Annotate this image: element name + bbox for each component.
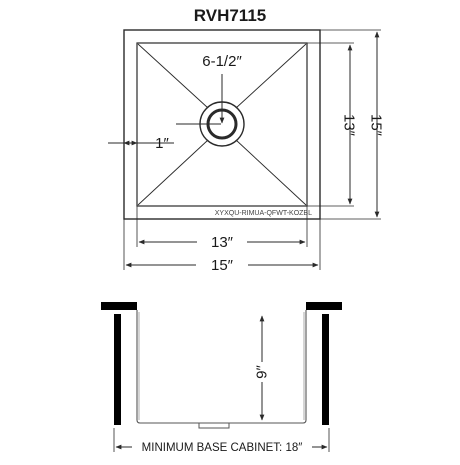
drain-offset-label: 6-1/2″: [202, 53, 242, 70]
outer-depth-label: 15″: [368, 114, 385, 137]
slope-line-bottom-left: [137, 139, 209, 206]
sink-body-outline: [136, 310, 307, 424]
slope-line-top-right: [235, 43, 307, 109]
model-title: RVH7115: [194, 6, 266, 25]
outer-rim: [123, 29, 321, 220]
slope-line-top-left: [137, 43, 209, 109]
inner-depth-label: 13″: [341, 114, 358, 137]
top-view: [108, 29, 381, 270]
bowl-depth-label-bg: [255, 362, 269, 382]
inner-bowl: [136, 42, 308, 207]
countertop-right: [306, 302, 342, 310]
slope-line-bottom-right: [235, 139, 307, 206]
corner-offset-label: 1″: [155, 135, 169, 152]
cabinet-wall-left: [114, 314, 121, 425]
outer-width-label: 15″: [211, 257, 234, 274]
bowl-depth-label: 9″: [254, 364, 271, 378]
cabinet-wall-right: [322, 314, 329, 425]
drain-stub: [198, 422, 230, 429]
side-view: [101, 302, 342, 452]
cabinet-label: MINIMUM BASE CABINET: 18″: [142, 442, 303, 454]
inner-width-label: 13″: [211, 234, 234, 251]
countertop-left: [101, 302, 137, 310]
part-code-label: XYXQU-RIMUA-QFWT-KOZBL: [215, 210, 312, 217]
